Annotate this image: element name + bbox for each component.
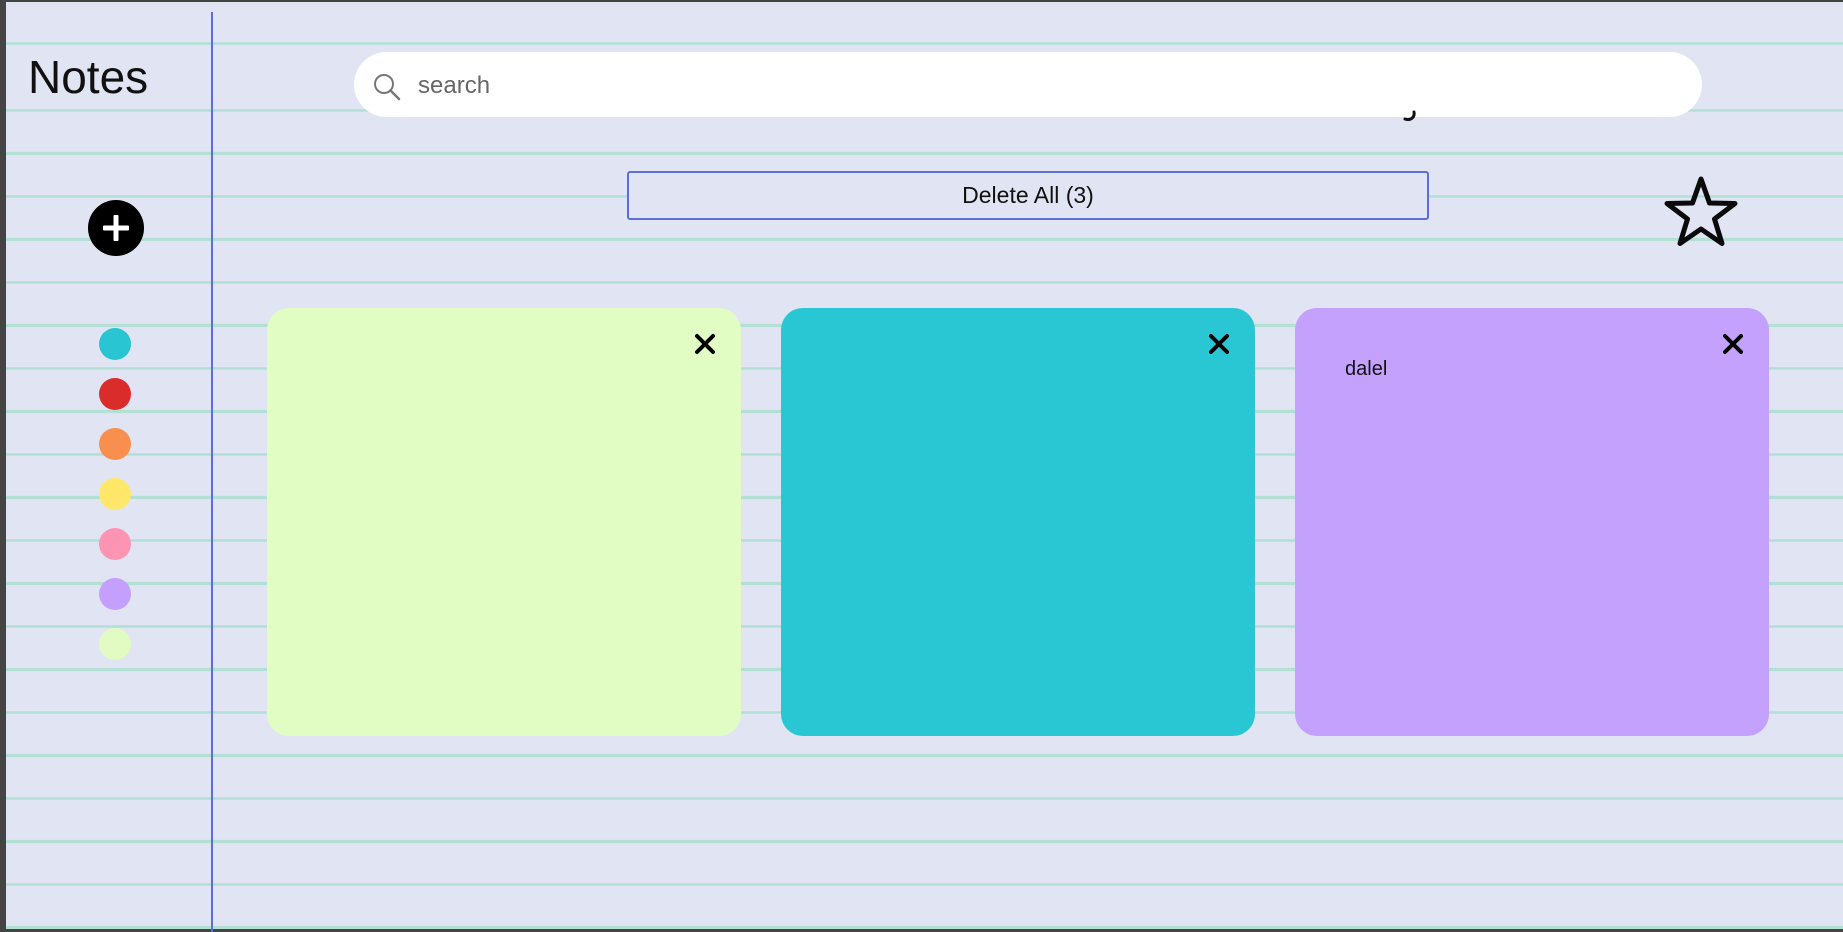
margin-line bbox=[211, 12, 213, 932]
star-icon[interactable] bbox=[1661, 174, 1741, 250]
search-icon bbox=[374, 74, 401, 101]
search-bar bbox=[354, 52, 1702, 117]
close-icon[interactable] bbox=[1721, 332, 1745, 356]
note-card[interactable]: dalel bbox=[1295, 308, 1769, 736]
search-input[interactable] bbox=[416, 62, 1680, 109]
color-swatch-purple[interactable] bbox=[99, 578, 131, 610]
close-icon[interactable] bbox=[693, 332, 717, 356]
app-title: Notes bbox=[28, 51, 149, 103]
delete-all-button[interactable]: Delete All (3) bbox=[627, 171, 1429, 220]
note-text[interactable]: dalel bbox=[1345, 358, 1388, 380]
color-swatch-orange[interactable] bbox=[99, 428, 131, 460]
color-swatch-pink[interactable] bbox=[99, 528, 131, 560]
add-note-button[interactable] bbox=[88, 200, 144, 256]
color-palette bbox=[99, 328, 133, 678]
plus-circle-icon bbox=[89, 201, 143, 255]
color-swatch-yellow[interactable] bbox=[99, 478, 131, 510]
color-swatch-cyan[interactable] bbox=[99, 328, 131, 360]
cursor-mark bbox=[1403, 110, 1416, 121]
color-swatch-red[interactable] bbox=[99, 378, 131, 410]
note-card[interactable] bbox=[781, 308, 1255, 736]
close-icon[interactable] bbox=[1207, 332, 1231, 356]
color-swatch-light-green[interactable] bbox=[99, 628, 131, 660]
note-card[interactable] bbox=[267, 308, 741, 736]
